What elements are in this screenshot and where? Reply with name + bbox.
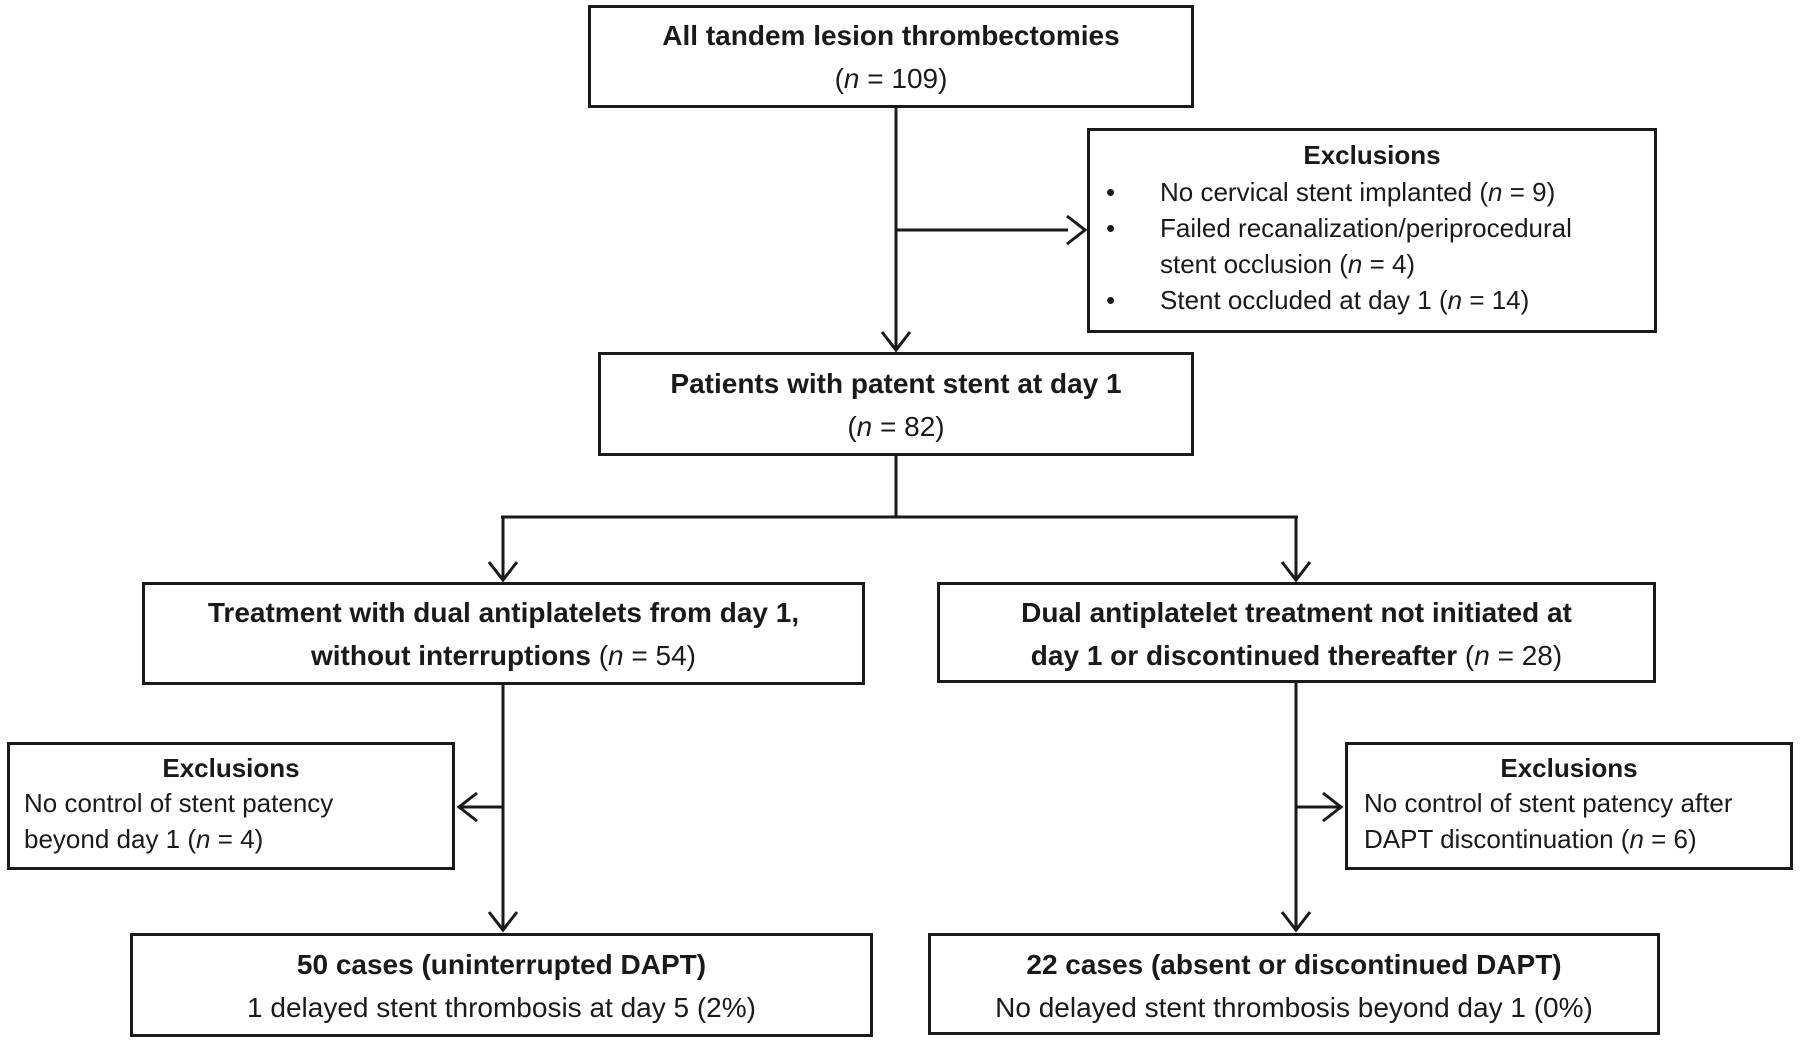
arrowhead-right-top-exclusions bbox=[1066, 214, 1088, 246]
arrowhead-down-left-branch bbox=[487, 561, 519, 583]
box-title-line: without interruptions (n = 54) bbox=[310, 640, 697, 671]
bullet-icon: • bbox=[1106, 213, 1116, 243]
box-title-line: 22 cases (absent or discontinued DAPT) bbox=[1026, 949, 1562, 980]
bullet-icon: • bbox=[1106, 285, 1116, 315]
box-dapt-absent-discontinued: Dual antiplatelet treatment not initiate… bbox=[937, 582, 1656, 683]
exclusions-title: Exclusions bbox=[1500, 753, 1638, 783]
box-title-line: All tandem lesion thrombectomies bbox=[662, 20, 1120, 51]
box-all-thrombectomies: All tandem lesion thrombectomies (n = 10… bbox=[588, 5, 1194, 108]
box-exclusions-initial: Exclusions • No cervical stent implanted… bbox=[1087, 128, 1657, 333]
box-count-line: (n = 82) bbox=[847, 411, 945, 442]
exclusion-item: • Stent occluded at day 1 (n = 14) bbox=[1090, 282, 1654, 318]
box-result-line: 1 delayed stent thrombosis at day 5 (2%) bbox=[247, 992, 756, 1023]
arrowhead-down-final-right bbox=[1280, 911, 1312, 933]
box-patent-stent-day1: Patients with patent stent at day 1 (n =… bbox=[598, 352, 1194, 456]
exclusions-title: Exclusions bbox=[1303, 140, 1441, 170]
box-title-line: day 1 or discontinued thereafter (n = 28… bbox=[1030, 640, 1563, 671]
exclusions-title: Exclusions bbox=[162, 753, 300, 783]
arrowhead-right-exclusions bbox=[1322, 791, 1344, 823]
box-title-line: Treatment with dual antiplatelets from d… bbox=[207, 597, 800, 628]
box-count-line: (n = 109) bbox=[834, 63, 948, 94]
box-exclusions-right: Exclusions No control of stent patency a… bbox=[1345, 742, 1793, 870]
box-title-line: 50 cases (uninterrupted DAPT) bbox=[296, 949, 707, 980]
exclusion-item-text: Stent occluded at day 1 (n = 14) bbox=[1160, 285, 1530, 315]
arrowhead-down-right-branch bbox=[1280, 561, 1312, 583]
exclusion-item-text: No cervical stent implanted (n = 9) bbox=[1160, 177, 1556, 207]
arrowhead-down-final-left bbox=[487, 911, 519, 933]
box-outcome-absent-discontinued: 22 cases (absent or discontinued DAPT) N… bbox=[928, 933, 1660, 1035]
bullet-icon: • bbox=[1106, 177, 1116, 207]
box-result-line: No delayed stent thrombosis beyond day 1… bbox=[995, 992, 1593, 1023]
box-outcome-uninterrupted: 50 cases (uninterrupted DAPT) 1 delayed … bbox=[130, 933, 873, 1037]
box-dapt-uninterrupted: Treatment with dual antiplatelets from d… bbox=[142, 582, 865, 685]
exclusions-list: • No cervical stent implanted (n = 9) • … bbox=[1090, 174, 1654, 318]
arrowhead-down-patent bbox=[880, 331, 912, 353]
box-title-line: Patients with patent stent at day 1 bbox=[670, 368, 1122, 399]
box-title-line: Dual antiplatelet treatment not initiate… bbox=[1021, 597, 1572, 628]
arrowhead-left-exclusions bbox=[456, 791, 478, 823]
exclusion-item: • No cervical stent implanted (n = 9) bbox=[1090, 174, 1654, 210]
